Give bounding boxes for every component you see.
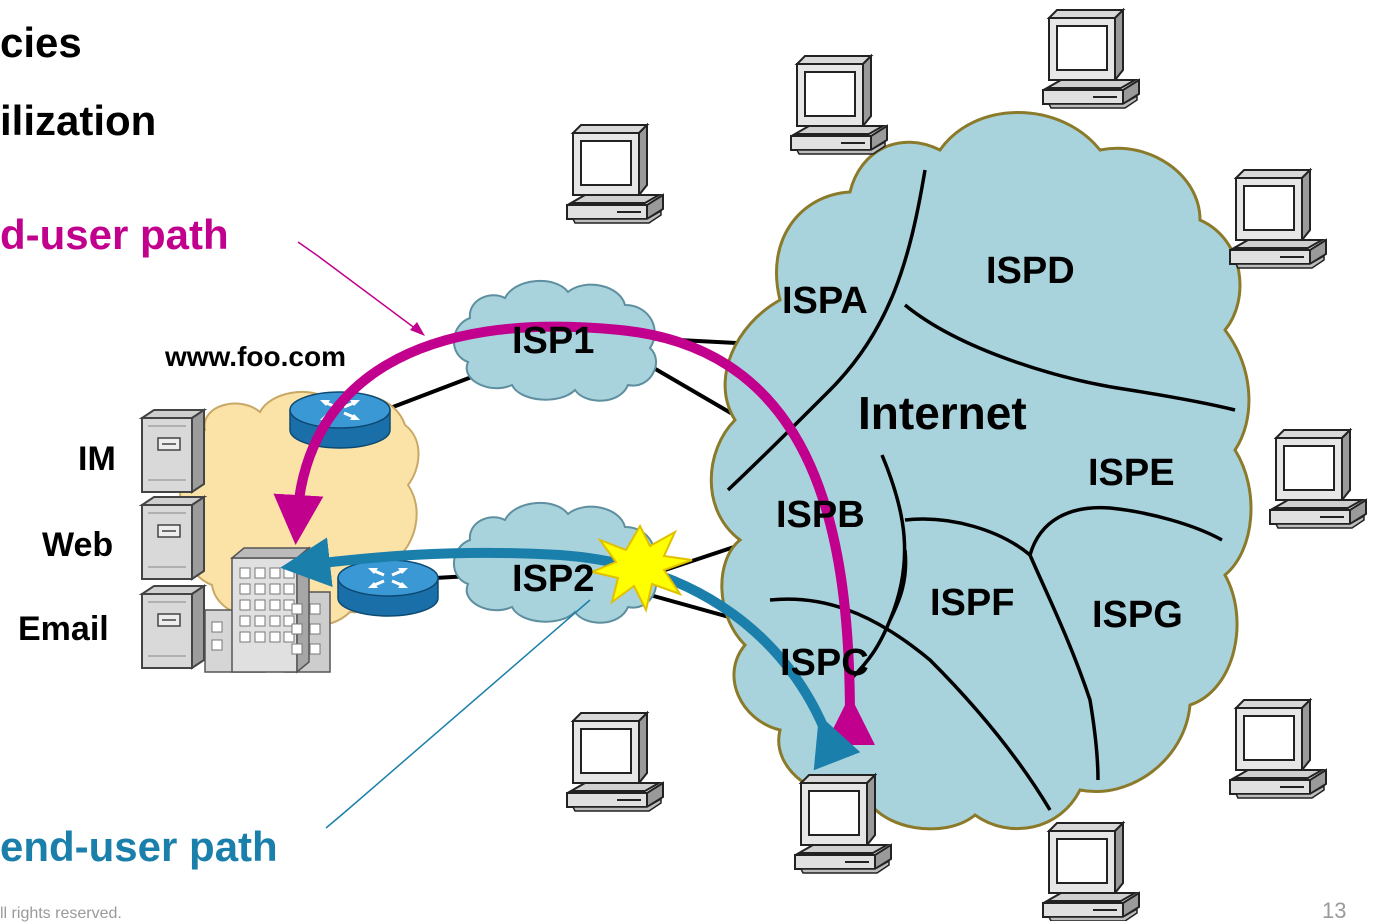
region-ispa: ISPA	[782, 280, 868, 322]
heading-line-1: cies	[0, 19, 82, 66]
heading-line-2: ilization	[0, 97, 157, 144]
site-label: www.foo.com	[165, 341, 346, 372]
isp1-cloud	[453, 280, 657, 402]
footer-rights: ll rights reserved.	[0, 905, 122, 922]
server-label-email: Email	[18, 610, 109, 648]
region-ispe: ISPE	[1088, 452, 1175, 494]
region-ispg: ISPG	[1092, 594, 1183, 636]
path-bottom-label: end-user path	[0, 823, 278, 870]
server-label-web: Web	[42, 526, 114, 564]
path-top-label: d-user path	[0, 211, 229, 258]
isp2-label: ISP2	[512, 558, 595, 600]
region-ispb: ISPB	[776, 494, 865, 536]
region-ispf: ISPF	[930, 582, 1015, 624]
server-icon	[141, 409, 205, 669]
internet-title: Internet	[858, 387, 1027, 439]
region-ispc: ISPC	[780, 642, 869, 684]
blue-path-arrow	[280, 537, 861, 771]
page-number: 13	[1322, 898, 1347, 923]
region-ispd: ISPD	[986, 250, 1075, 292]
failure-burst-icon	[588, 523, 693, 613]
server-label-im: IM	[78, 440, 116, 478]
isp1-label: ISP1	[512, 320, 595, 362]
